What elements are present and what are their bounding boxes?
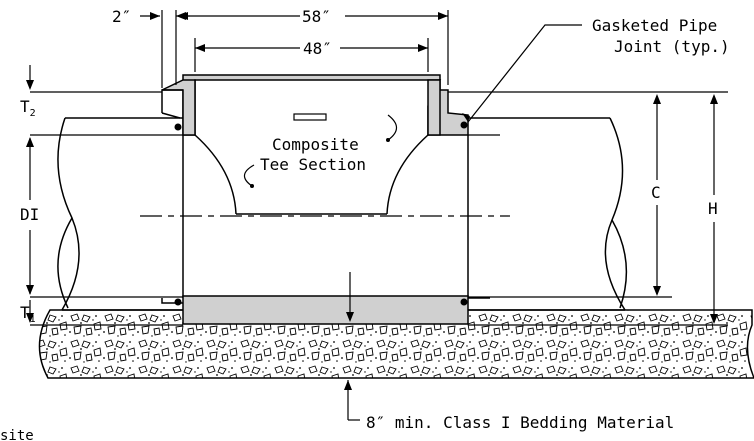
bottom-wall: [182, 295, 469, 325]
label-c: C: [651, 183, 661, 202]
label-composite-line2: Tee Section: [260, 155, 366, 174]
label-t2: T2: [20, 97, 36, 119]
label-cut-off: site: [0, 428, 34, 441]
tee-body: [161, 74, 490, 325]
label-gasket-line1: Gasketed Pipe: [592, 16, 717, 35]
label-2in: 2″: [112, 7, 131, 26]
label-h: H: [708, 199, 718, 218]
label-composite-line1: Composite: [272, 135, 359, 154]
label-bedding: 8″ min. Class I Bedding Material: [366, 413, 674, 432]
label-gasket-line2: Joint (typ.): [614, 37, 730, 56]
top-bell: [182, 74, 469, 136]
label-48in: 48″: [303, 39, 332, 58]
bedding-material: [38, 309, 754, 379]
label-58in: 58″: [302, 7, 331, 26]
right-pipe: [468, 117, 628, 311]
gaskets: [174, 121, 468, 306]
left-pipe: [57, 117, 183, 311]
label-di: DI: [20, 205, 39, 224]
label-t1: T1: [20, 303, 36, 325]
